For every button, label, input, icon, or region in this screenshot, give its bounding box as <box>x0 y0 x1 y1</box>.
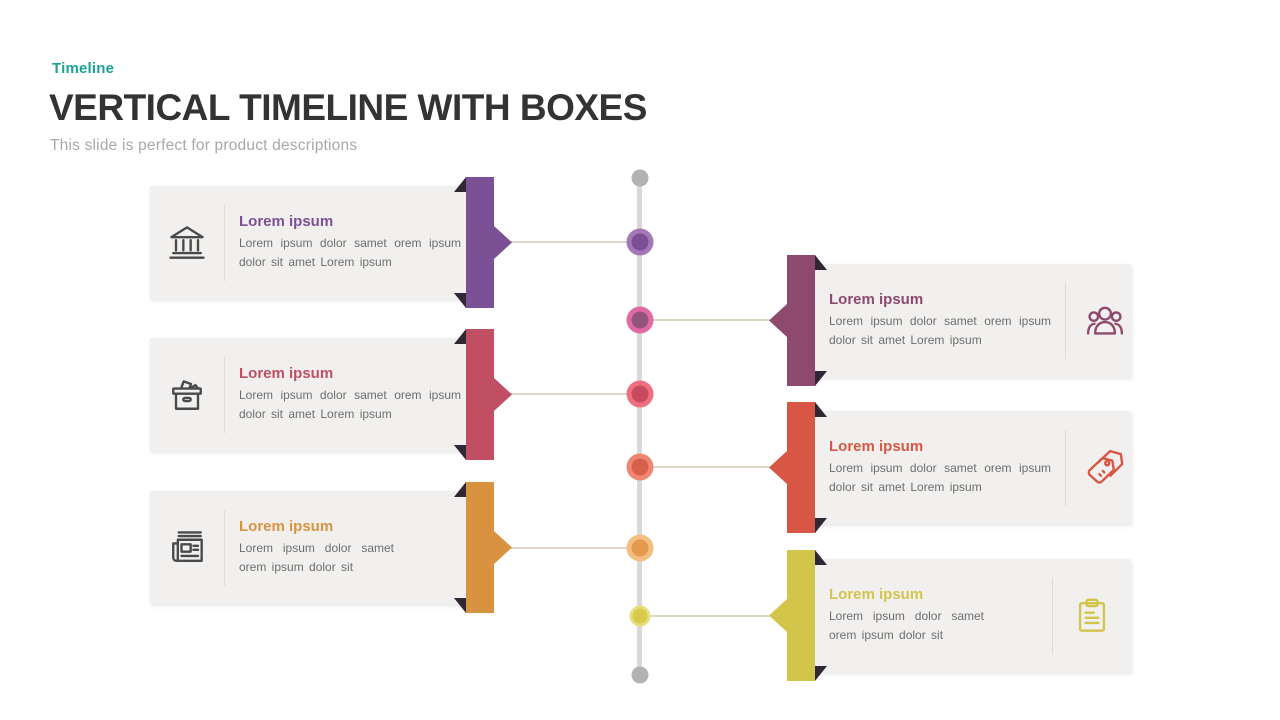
timeline-dot-3 <box>626 380 654 408</box>
divider <box>1065 282 1066 359</box>
box-title: Lorem ipsum <box>239 518 334 536</box>
divider <box>1065 429 1066 506</box>
box-title: Lorem ipsum <box>829 438 924 456</box>
timeline-spine <box>637 178 642 676</box>
connector-line <box>505 241 641 243</box>
box-body: Lorem ipsum dolor samet orem ipsum dolor… <box>239 541 394 574</box>
divider <box>1052 577 1053 654</box>
box-title: Lorem ipsum <box>239 213 334 231</box>
box-body: Lorem ipsum dolor samet orem ipsum dolor… <box>829 314 1051 347</box>
box-body: Lorem ipsum dolor samet orem ipsum dolor… <box>239 236 461 269</box>
divider <box>224 509 225 586</box>
donation-box-icon <box>150 373 224 417</box>
connector-line <box>640 466 770 468</box>
content-card: Lorem ipsum Lorem ipsum dolor samet orem… <box>815 411 1131 524</box>
timeline-box-left-middle: Lorem ipsum Lorem ipsum dolor samet orem… <box>150 329 530 460</box>
ribbon-arrow-pointer <box>769 550 827 681</box>
timeline-endpoint-dot-top <box>631 169 649 187</box>
dot-core <box>631 539 649 557</box>
divider <box>224 356 225 433</box>
timeline-box-right-top: Lorem ipsum Lorem ipsum dolor samet orem… <box>768 255 1148 386</box>
connector-line <box>505 393 641 395</box>
ribbon-arrow-pointer <box>454 329 512 460</box>
connector-line <box>640 319 770 321</box>
ribbon-arrow-pointer <box>454 482 512 613</box>
box-title: Lorem ipsum <box>829 586 924 604</box>
timeline-dot-2 <box>626 306 654 334</box>
dot-core <box>631 458 649 476</box>
timeline-dot-4 <box>626 453 654 481</box>
box-body: Lorem ipsum dolor samet orem ipsum dolor… <box>829 609 984 642</box>
timeline-dot-6 <box>629 605 651 627</box>
timeline-dot-1 <box>626 228 654 256</box>
box-body: Lorem ipsum dolor samet orem ipsum dolor… <box>239 388 461 421</box>
dot-core <box>631 233 649 251</box>
content-card: Lorem ipsum Lorem ipsum dolor samet orem… <box>815 264 1131 377</box>
timeline-box-left-bottom: Lorem ipsum Lorem ipsum dolor samet orem… <box>150 482 530 613</box>
newspaper-icon <box>150 526 224 570</box>
page-subtitle: This slide is perfect for product descri… <box>50 137 358 154</box>
people-icon <box>1066 299 1144 343</box>
box-title: Lorem ipsum <box>829 291 924 309</box>
timeline-box-right-bottom: Lorem ipsum Lorem ipsum dolor samet orem… <box>768 550 1148 681</box>
kicker-label: Timeline <box>52 60 115 77</box>
ribbon-arrow-pointer <box>769 255 827 386</box>
dot-core <box>632 608 648 624</box>
divider <box>224 204 225 281</box>
box-title: Lorem ipsum <box>239 365 334 383</box>
ribbon-arrow-pointer <box>454 177 512 308</box>
ribbon-arrow-pointer <box>769 402 827 533</box>
box-body: Lorem ipsum dolor samet orem ipsum dolor… <box>829 461 1051 494</box>
content-card: Lorem ipsum Lorem ipsum dolor samet orem… <box>150 491 466 604</box>
dot-core <box>631 311 649 329</box>
clipboard-icon <box>1053 594 1131 638</box>
content-card: Lorem ipsum Lorem ipsum dolor samet orem… <box>815 559 1131 672</box>
tags-icon <box>1066 446 1144 490</box>
dot-core <box>631 385 649 403</box>
connector-line <box>505 547 641 549</box>
timeline-box-left-top: Lorem ipsum Lorem ipsum dolor samet orem… <box>150 177 530 308</box>
timeline-endpoint-dot-bottom <box>631 666 649 684</box>
timeline-box-right-middle: Lorem ipsum Lorem ipsum dolor samet orem… <box>768 402 1148 533</box>
bank-icon <box>150 221 224 265</box>
content-card: Lorem ipsum Lorem ipsum dolor samet orem… <box>150 338 466 451</box>
timeline-dot-5 <box>626 534 654 562</box>
connector-line <box>640 615 770 617</box>
page-title: VERTICAL TIMELINE WITH BOXES <box>49 87 647 128</box>
content-card: Lorem ipsum Lorem ipsum dolor samet orem… <box>150 186 466 299</box>
